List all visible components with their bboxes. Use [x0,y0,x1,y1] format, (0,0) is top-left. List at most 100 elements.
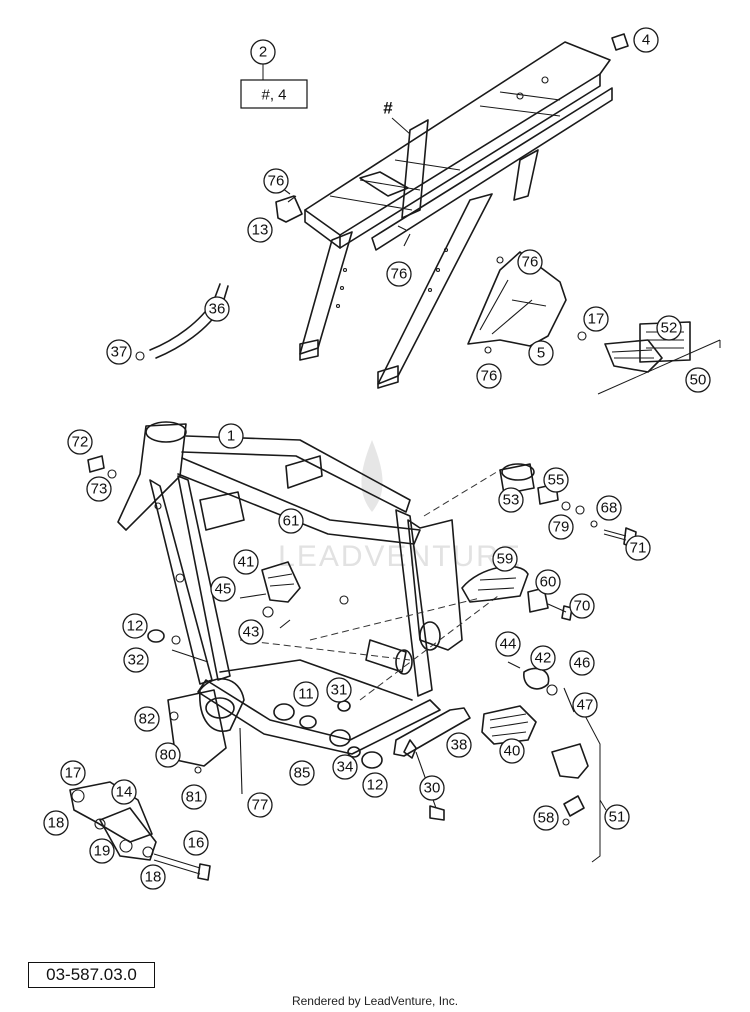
callout-circle [155,742,181,768]
callout-11: 11 [293,681,319,707]
legend-group: 2 #, 4 [240,39,308,109]
callout-52: 52 [656,315,682,341]
callout-number: 34 [337,759,354,776]
callout-number: 30 [424,780,441,797]
callout-76: 76 [517,249,543,275]
callout-72: 72 [67,429,93,455]
callout-number: 76 [391,266,408,283]
callout-number: 50 [690,372,707,389]
callout-circle [293,681,319,707]
callout-30: 30 [419,775,445,801]
callout-53: 53 [498,487,524,513]
hash-label-subframe: # [383,99,393,118]
callout-circle [60,760,86,786]
callout-circle [572,692,598,718]
callout-79: 79 [548,514,574,540]
callout-5: 5 [528,340,554,366]
callout-number: 11 [298,686,314,703]
callout-circle [247,792,273,818]
callout-legend-part-label: 2 [259,44,267,61]
callout-82: 82 [134,706,160,732]
callout-number: 41 [238,554,255,571]
callout-number: 38 [451,737,468,754]
callout-number: 37 [111,344,128,361]
callout-circle [181,784,207,810]
callout-45: 45 [210,576,236,602]
callout-34: 34 [332,754,358,780]
footer-text: Rendered by LeadVenture, Inc. [291,994,459,1008]
callout-number: 1 [227,428,235,445]
group-brackets [581,339,721,863]
callout-17: 17 [60,760,86,786]
callout-47: 47 [572,692,598,718]
callout-circle [495,631,521,657]
callout-number: 16 [188,835,205,852]
callout-circle [583,306,609,332]
callout-circle [535,569,561,595]
callout-38: 38 [446,732,472,758]
callout-51: 51 [604,804,630,830]
callout-circle [596,495,622,521]
callout-circle [498,487,524,513]
callout-number: 79 [553,519,570,536]
callout-circle [476,363,502,389]
callout-circle [247,217,273,243]
callouts: 4761376363776576175250172736141454312321… [43,27,711,890]
callout-76: 76 [386,261,412,287]
legend-text: #, 4 [261,87,286,104]
callout-37: 37 [106,339,132,365]
callout-81: 81 [181,784,207,810]
callout-circle [289,760,315,786]
callout-circle [569,593,595,619]
callout-85: 85 [289,760,315,786]
callout-41: 41 [233,549,259,575]
callout-circle [89,838,115,864]
callout-13: 13 [247,217,273,243]
callout-number: 44 [500,636,517,653]
callout-number: 76 [268,173,285,190]
callout-18: 18 [140,864,166,890]
callout-77: 77 [247,792,273,818]
watermark: LEADVENTURE [278,440,520,573]
callout-number: 58 [538,810,555,827]
callout-number: 76 [481,368,498,385]
callout-circle [633,27,659,53]
callout-61: 61 [278,508,304,534]
callout-circle [528,340,554,366]
callout-circle [263,168,289,194]
callout-circle [446,732,472,758]
callout-number: 71 [630,540,647,557]
callout-number: 5 [537,345,545,362]
callout-number: 32 [128,652,145,669]
callout-number: 45 [215,581,232,598]
callout-number: 43 [243,624,260,641]
callout-36: 36 [204,296,230,322]
callout-number: 17 [65,765,82,782]
callout-circle [530,645,556,671]
callout-circle [533,805,559,831]
right-hardware-lower [393,661,589,826]
callout-circle [492,546,518,572]
callout-circle [86,476,112,502]
callout-number: 82 [139,711,156,728]
callout-71: 71 [625,535,651,561]
callout-circle [656,315,682,341]
callout-circle [122,613,148,639]
callout-number: 12 [367,777,384,794]
callout-60: 60 [535,569,561,595]
callout-circle [332,754,358,780]
callout-circle [419,775,445,801]
callout-circle [543,467,569,493]
callout-number: 76 [522,254,539,271]
callout-circle [517,249,543,275]
subframe-drawing [299,41,613,389]
callout-number: 55 [548,472,565,489]
callout-58: 58 [533,805,559,831]
callout-number: 81 [186,789,203,806]
callout-59: 59 [492,546,518,572]
callout-number: 53 [503,492,520,509]
callout-circle [499,738,525,764]
callout-number: 40 [504,743,521,760]
callout-number: 73 [91,481,108,498]
